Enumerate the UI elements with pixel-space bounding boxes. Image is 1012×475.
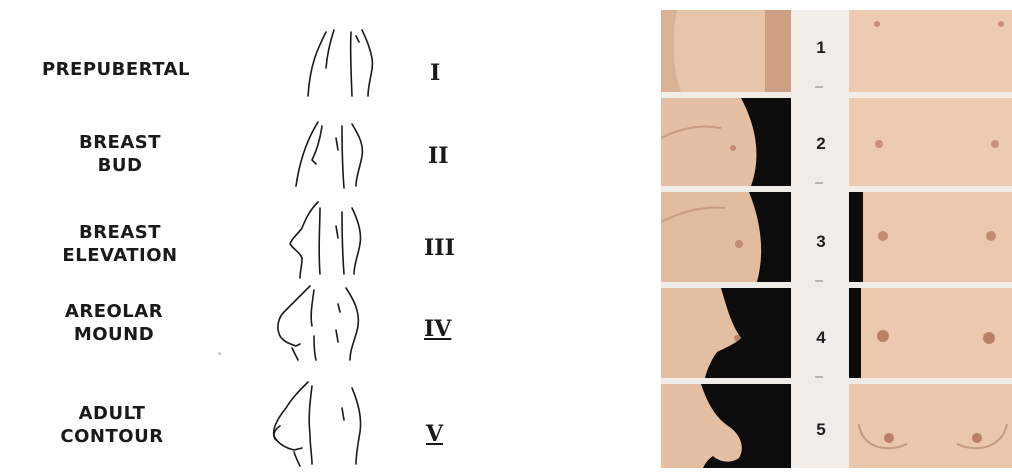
stage-label-line: BREAST <box>20 221 220 244</box>
photo-stage-number-1: 1 <box>811 38 831 58</box>
stage-label-prepubertal: PREPUBERTAL <box>16 58 216 81</box>
speck <box>218 352 221 355</box>
photo-front-stage-5 <box>849 384 1012 468</box>
mark <box>815 86 823 88</box>
stage-label-line: BUD <box>20 154 220 177</box>
stage-numeral-5: V <box>426 421 443 447</box>
stage-diagram: PREPUBERTAL I BREAST BUD II BREAST ELEVA… <box>0 0 470 475</box>
sketch-stage-1 <box>296 24 386 104</box>
sketch-stage-5 <box>264 378 374 468</box>
stage-label-line: ELEVATION <box>20 244 220 267</box>
stage-label-line: AREOLAR <box>14 300 214 323</box>
sketch-stage-2 <box>290 116 380 194</box>
photo-side-stage-4 <box>661 288 791 378</box>
stage-label-line: CONTOUR <box>12 425 212 448</box>
stage-label-line: BREAST <box>20 131 220 154</box>
photo-stage-number-5: 5 <box>811 420 831 440</box>
photo-front-stage-4 <box>849 288 1012 378</box>
photo-stage-number-3: 3 <box>811 232 831 252</box>
photo-stage-number-2: 2 <box>811 134 831 154</box>
photo-stage-number-4: 4 <box>811 328 831 348</box>
stage-label-areolar-mound: AREOLAR MOUND <box>14 300 214 346</box>
sketch-stage-4 <box>270 282 380 362</box>
stage-label-breast-elevation: BREAST ELEVATION <box>20 221 220 267</box>
photo-front-stage-1 <box>849 10 1012 92</box>
stage-numeral-3: III <box>424 235 455 261</box>
stage-label-adult-contour: ADULT CONTOUR <box>12 402 212 448</box>
photo-plate: 1 2 3 <box>661 10 1012 468</box>
stage-label-line: MOUND <box>14 323 214 346</box>
stage-numeral-2: II <box>428 143 449 169</box>
photo-side-stage-5 <box>661 384 791 468</box>
stage-label-line: PREPUBERTAL <box>16 58 216 81</box>
photo-side-stage-1 <box>661 10 791 92</box>
sketch-stage-3 <box>280 198 375 280</box>
mark <box>815 376 823 378</box>
photo-front-stage-3 <box>849 192 1012 282</box>
stage-label-line: ADULT <box>12 402 212 425</box>
mark <box>815 182 823 184</box>
photo-front-stage-2 <box>849 98 1012 186</box>
photo-side-stage-3 <box>661 192 791 282</box>
stage-numeral-4: IV <box>424 316 451 342</box>
stage-numeral-1: I <box>430 60 440 86</box>
mark <box>815 280 823 282</box>
photo-side-stage-2 <box>661 98 791 186</box>
stage-label-breast-bud: BREAST BUD <box>20 131 220 177</box>
